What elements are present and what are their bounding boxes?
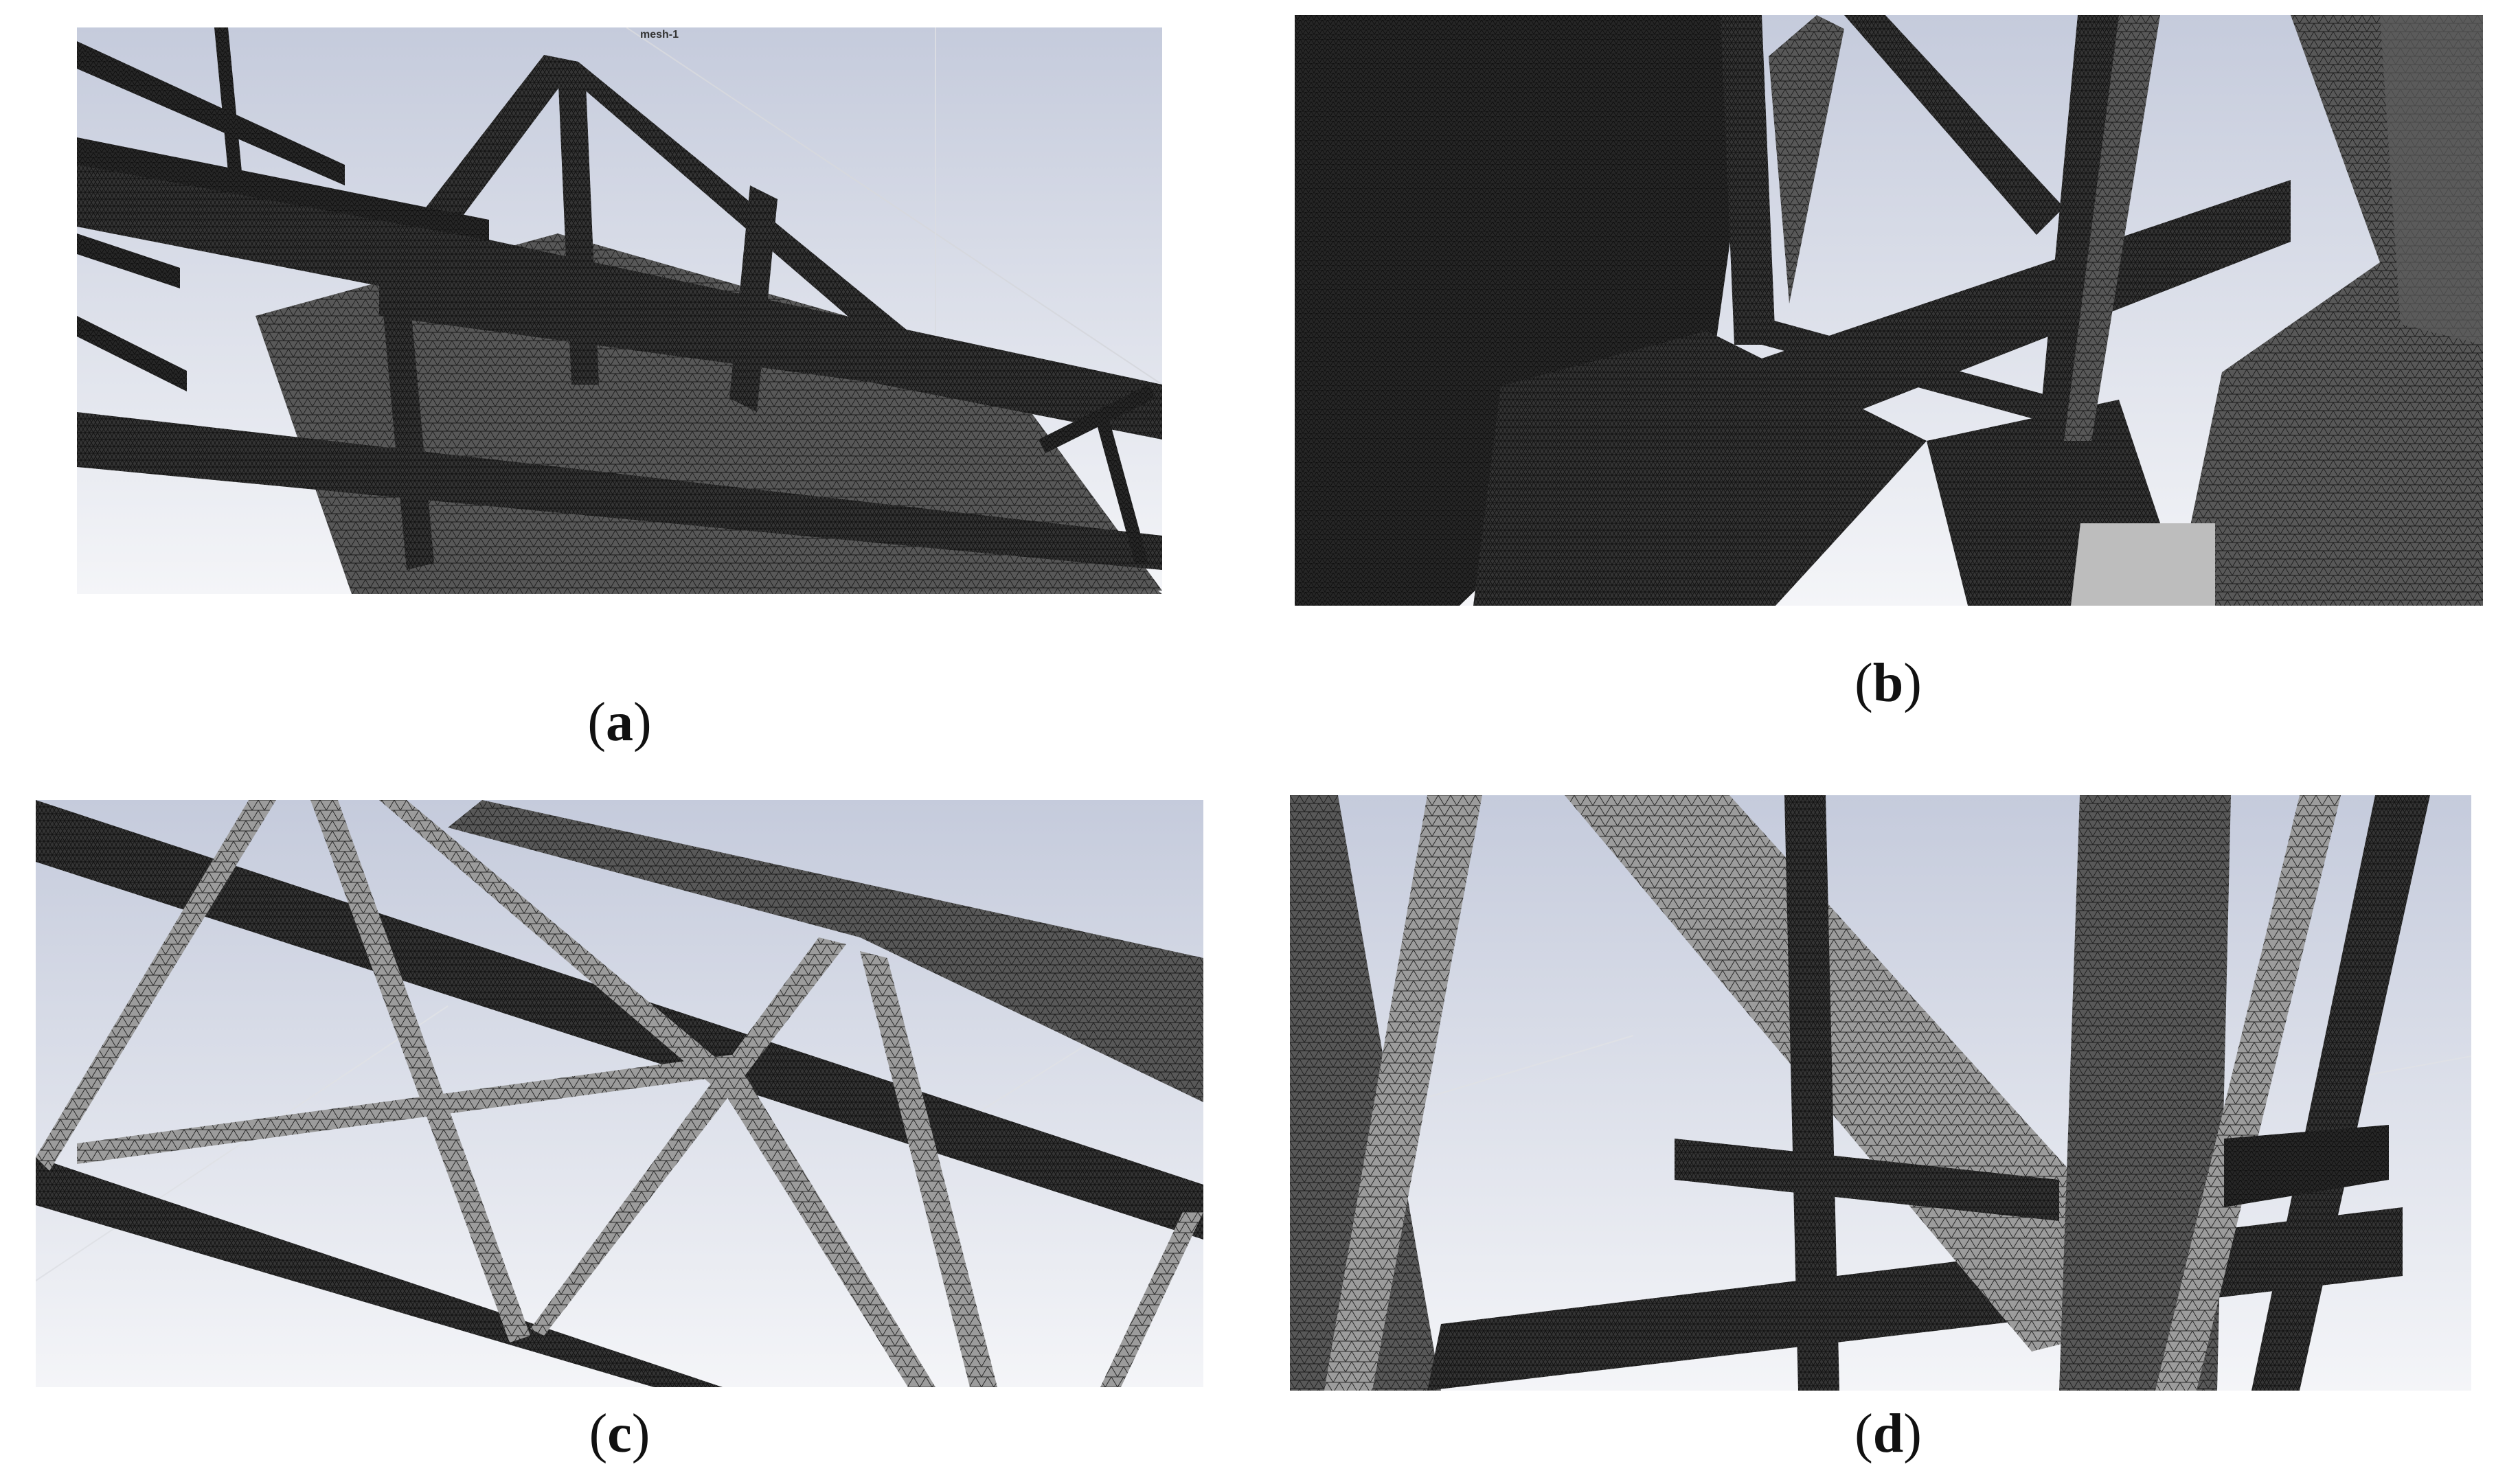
panel-d-render xyxy=(1290,795,2471,1391)
panel-d-mesh-view xyxy=(1290,795,2471,1391)
caption-d: (d) xyxy=(1854,1404,1922,1464)
caption-c: (c) xyxy=(589,1404,650,1464)
panel-a-mesh-view: mesh-1 xyxy=(77,27,1162,594)
caption-b: (b) xyxy=(1854,653,1922,714)
caption-a: (a) xyxy=(587,692,652,753)
panel-c-render xyxy=(36,800,1203,1387)
panel-c-mesh-view xyxy=(36,800,1203,1387)
panel-b-mesh-view xyxy=(1295,15,2483,606)
viewport-title: mesh-1 xyxy=(640,29,679,41)
panel-a-render xyxy=(77,27,1162,594)
panel-b-render xyxy=(1295,15,2483,606)
